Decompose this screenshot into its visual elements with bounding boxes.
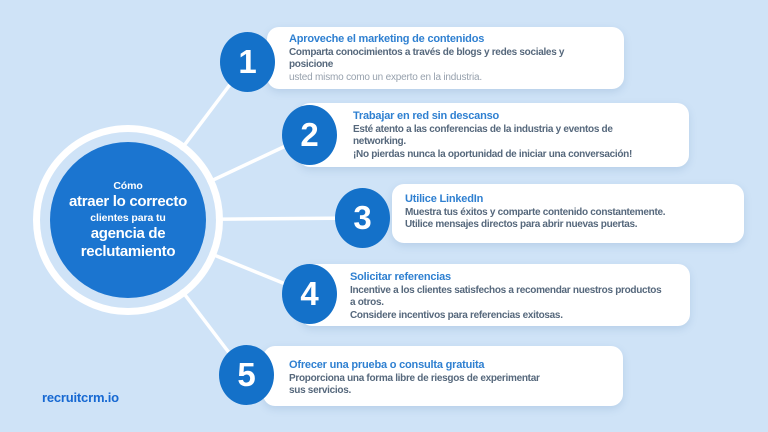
step-4-title: Solicitar referencias <box>350 271 451 283</box>
hub-text-line-3: clientes para tu <box>90 212 166 224</box>
step-3-title: Utilice LinkedIn <box>405 193 484 205</box>
step-number-badge-5: 5 <box>219 345 274 405</box>
step-3-body: Muestra tus éxitos y comparte contenido … <box>405 207 666 231</box>
step-number-badge-2: 2 <box>282 105 337 165</box>
step-card-4: Solicitar referencias Incentive a los cl… <box>300 264 690 326</box>
step-1-note: usted mismo como un experto en la indust… <box>289 71 482 83</box>
step-number-badge-1: 1 <box>220 32 275 92</box>
step-4-body: Incentive a los clientes satisfechos a r… <box>350 285 662 321</box>
hub-text-line-4: agencia de <box>90 225 166 242</box>
step-card-5: Ofrecer una prueba o consulta gratuita P… <box>263 346 623 406</box>
step-2-body: Esté atento a las conferencias de la ind… <box>353 124 632 160</box>
step-5-title: Ofrecer una prueba o consulta gratuita <box>289 359 485 371</box>
step-1-title: Aproveche el marketing de contenidos <box>289 33 485 45</box>
step-card-3: Utilice LinkedIn Muestra tus éxitos y co… <box>392 184 744 243</box>
step-5-body: Proporciona una forma libre de riesgos d… <box>289 373 540 397</box>
hub-text-line-1: Cómo <box>113 180 143 192</box>
step-2-title: Trabajar en red sin descanso <box>353 110 500 122</box>
recruitcrm-logo: recruitcrm.io <box>42 390 119 405</box>
hub-circle: Cómo atraer lo correcto clientes para tu… <box>50 142 206 298</box>
hub-text-line-5: reclutamiento <box>80 243 176 260</box>
step-number-badge-4: 4 <box>282 264 337 324</box>
step-number-badge-3: 3 <box>335 188 390 248</box>
step-card-1: Aproveche el marketing de contenidos Com… <box>267 27 624 89</box>
hub-text-line-2: atraer lo correcto <box>69 193 187 210</box>
step-1-body: Comparta conocimientos a través de blogs… <box>289 47 565 71</box>
step-card-2: Trabajar en red sin descanso Esté atento… <box>298 103 689 167</box>
